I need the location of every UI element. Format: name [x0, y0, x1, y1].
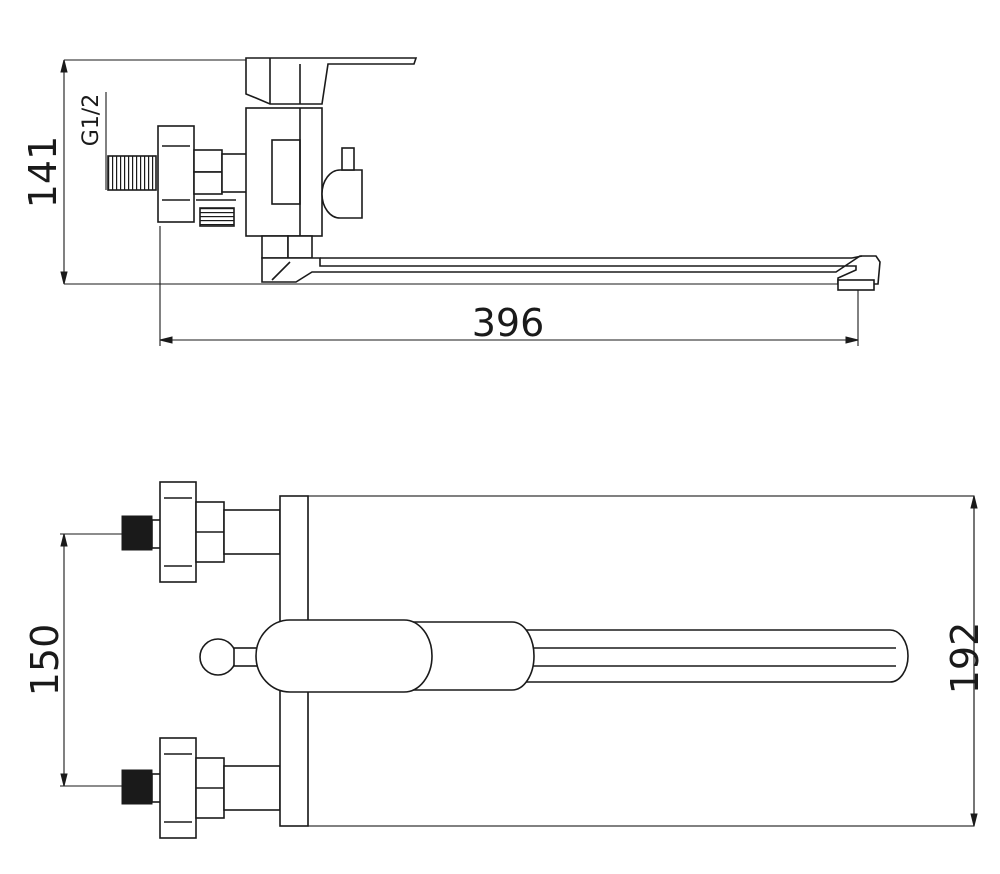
height-dimension: 141 — [21, 59, 870, 285]
diverter-knob — [321, 147, 363, 219]
spacing-dimension-label: 150 — [23, 624, 67, 697]
thread-label: G1/2 — [79, 94, 104, 146]
lever-handle — [245, 57, 418, 105]
connector-thread — [199, 207, 235, 227]
swivel-collar — [409, 621, 535, 691]
upper-inlet — [121, 481, 281, 583]
inlet-thread — [107, 155, 157, 191]
spacing-dimension: 150 — [23, 533, 126, 787]
lower-nut — [261, 235, 289, 259]
width-dimension-label: 192 — [943, 622, 987, 695]
spout-top — [519, 629, 909, 683]
hex-nut — [193, 149, 223, 173]
eccentric-flange — [157, 125, 195, 223]
body-top — [255, 619, 433, 693]
length-dimension-label: 396 — [472, 301, 545, 345]
height-dimension-label: 141 — [21, 136, 65, 209]
lower-inlet — [121, 737, 281, 839]
length-dimension: 396 — [159, 226, 859, 346]
aerator — [837, 279, 875, 291]
side-view: 141 G1/2 — [21, 57, 881, 346]
thread-callout: G1/2 — [79, 92, 107, 190]
diverter-knob-top — [199, 638, 259, 676]
top-view: 150 — [23, 481, 987, 839]
width-dimension: 192 — [943, 495, 987, 827]
spout — [261, 255, 881, 285]
